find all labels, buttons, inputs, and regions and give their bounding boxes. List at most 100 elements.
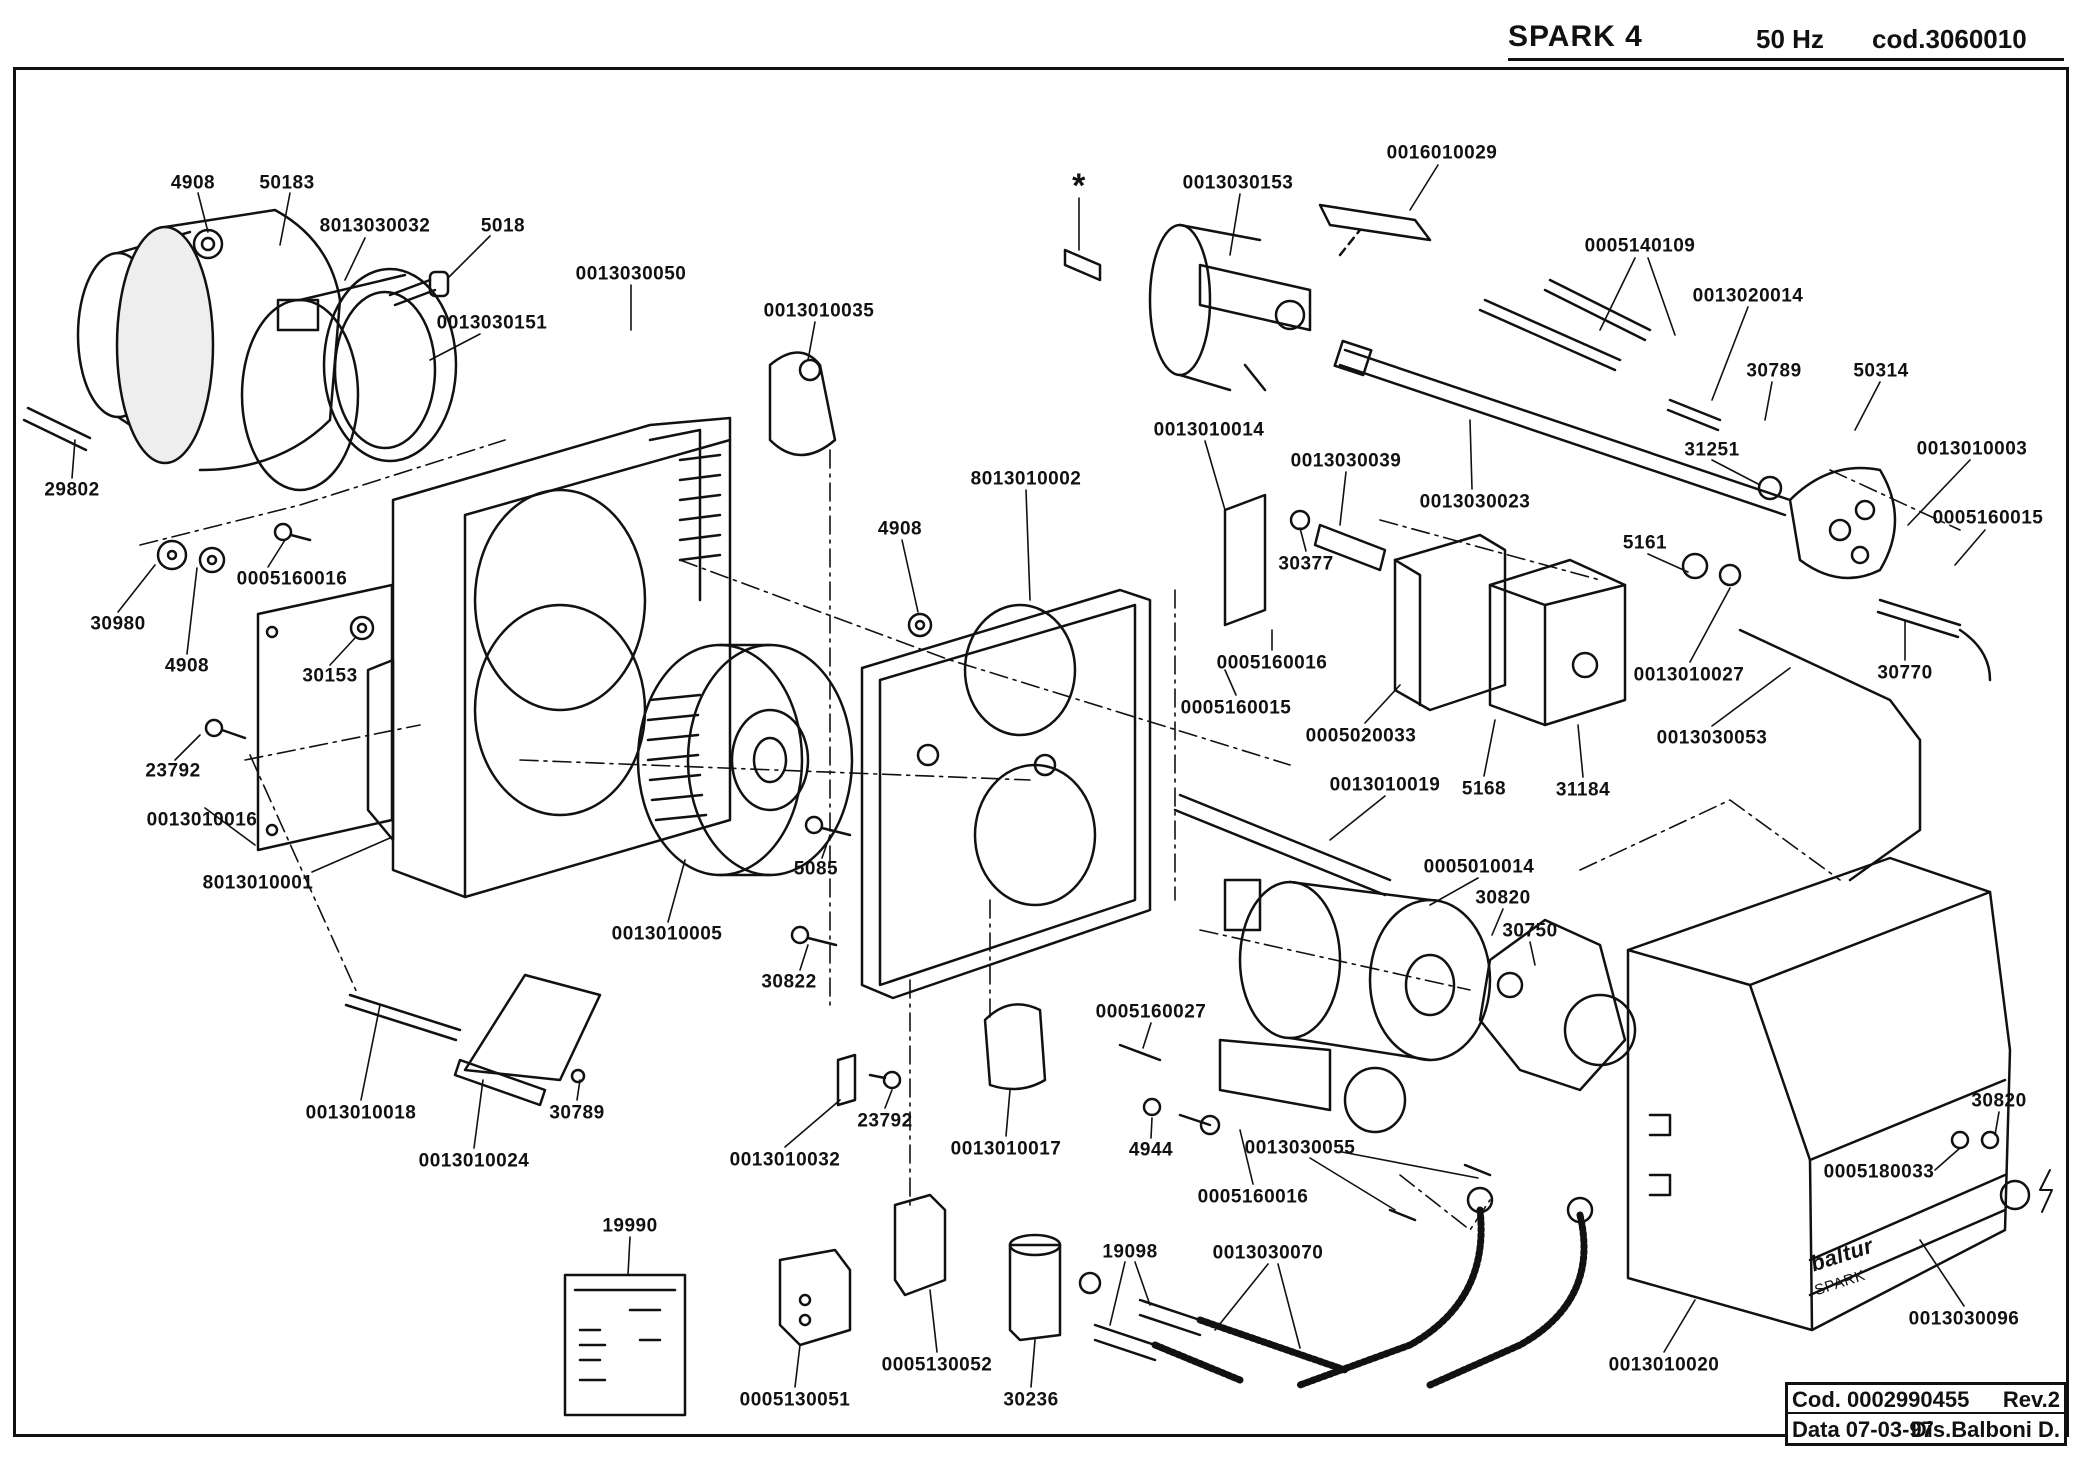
leader-lines (71, 164, 2000, 1388)
electrode-0016010029 (1318, 203, 1432, 257)
nozzle-holder-assembly (1148, 223, 1312, 392)
part-label: 0005160016 (236, 568, 348, 590)
part-label: 19990 (602, 1215, 658, 1237)
stud-29802 (22, 406, 92, 452)
part-label: 0005160015 (1180, 697, 1292, 719)
part-label: 30820 (1475, 887, 1531, 909)
relay-31184 (1488, 558, 1627, 727)
burner-head-flange (76, 208, 458, 492)
title-block-code-row: Cod. 0002990455 Rev.2 (1788, 1385, 2064, 1414)
part-label: 0013030023 (1419, 491, 1531, 513)
screw-5018 (388, 270, 450, 307)
part-label: 0005180033 (1823, 1161, 1935, 1183)
drawing-frame (13, 67, 2069, 1437)
fittings-0013030055 (1388, 1163, 1594, 1224)
part-label: 0005010014 (1423, 856, 1535, 878)
frequency-label: 50 Hz (1756, 24, 1824, 54)
title-block: Cod. 0002990455 Rev.2 Data 07-03-97 Dis.… (1785, 1382, 2067, 1446)
transformer-block (366, 658, 395, 842)
screw-4908-top (192, 228, 224, 260)
assembly-axes (139, 439, 1961, 1231)
fan-housing (391, 416, 732, 899)
screw-0005160016-left (273, 522, 312, 542)
plug-0005130051 (778, 1248, 852, 1347)
part-label: 0013010018 (305, 1102, 417, 1124)
part-label: 8013010001 (202, 872, 314, 894)
part-label: 5161 (1622, 532, 1668, 554)
part-label: 0013030055 (1244, 1137, 1356, 1159)
part-label: 4908 (170, 172, 216, 194)
part-label: 30789 (549, 1102, 605, 1124)
screw-23792-left (204, 718, 247, 740)
part-label: 30770 (1877, 662, 1933, 684)
part-label: 31184 (1555, 779, 1611, 801)
part-label: 0013020014 (1692, 285, 1804, 307)
part-label: 0013010032 (729, 1149, 841, 1171)
drawn-by: Dis.Balboni D. (1910, 1417, 2060, 1442)
lightning-symbol-icon (2039, 1169, 2053, 1213)
part-label: 4908 (877, 518, 923, 540)
sheet-header: SPARK 4 50 Hz cod.3060010 (1508, 14, 2068, 61)
product-code: cod.3060010 (1872, 24, 2027, 54)
revision: Rev.2 (2002, 1387, 2060, 1412)
part-label: 8013030032 (319, 215, 431, 237)
part-label: 50314 (1853, 360, 1909, 382)
motor-0005010014 (1218, 878, 1492, 1134)
part-label: 0013030070 (1212, 1242, 1324, 1264)
asterisk-marker: * (1072, 167, 1086, 205)
header-underline (1508, 58, 2064, 61)
pin-0013010018 (344, 993, 462, 1042)
part-label: 0013030151 (436, 312, 548, 334)
part-label: 30377 (1278, 553, 1334, 575)
air-damper-0013010035 (768, 351, 837, 457)
part-label: 30750 (1502, 920, 1558, 942)
wiring-diagram-19990 (563, 1273, 687, 1417)
part-label: 4944 (1128, 1139, 1174, 1161)
photocell-30770 (1876, 598, 1992, 682)
socket-0005130052 (893, 1193, 947, 1297)
part-label: 0013010017 (950, 1138, 1062, 1160)
part-label: 19098 (1102, 1241, 1158, 1263)
part-label: 23792 (145, 760, 201, 782)
part-label: 29802 (44, 479, 100, 501)
part-label: 0013010005 (611, 923, 723, 945)
part-label: 0013010027 (1633, 664, 1745, 686)
nut-4908-center (907, 612, 933, 638)
title-block-date-row: Data 07-03-97 Dis.Balboni D. (1788, 1415, 2064, 1444)
part-label: 0005130051 (739, 1389, 851, 1411)
part-label: 30980 (90, 613, 146, 635)
part-label: 4908 (164, 655, 210, 677)
part-label: 8013010002 (970, 468, 1082, 490)
part-label: 0013010019 (1329, 774, 1441, 796)
part-label: 30153 (302, 665, 358, 687)
nipples-19098 (1093, 1298, 1202, 1362)
flap-0013010024 (453, 973, 602, 1107)
part-label: 23792 (857, 1110, 913, 1132)
ignition-cables-0005140109 (1478, 278, 1652, 372)
filter-30236 (1008, 1233, 1102, 1342)
part-label: 0005130052 (881, 1354, 993, 1376)
part-label: 0013030096 (1908, 1308, 2020, 1330)
part-label: 0013030153 (1182, 172, 1294, 194)
part-label: 0013010035 (763, 300, 875, 322)
model-title: SPARK 4 (1508, 20, 1643, 53)
pump-30750 (1478, 918, 1637, 1092)
part-label: 0005160016 (1216, 652, 1328, 674)
part-label: 5168 (1461, 778, 1507, 800)
part-label: 30789 (1746, 360, 1802, 382)
part-label: 0013030050 (575, 263, 687, 285)
fan-impeller (636, 643, 854, 877)
part-label: 0005160016 (1197, 1186, 1309, 1208)
washer-31251-5161 (1681, 475, 1783, 587)
spring-0013020014 (1666, 398, 1722, 432)
air-scale-0013010017 (983, 1003, 1047, 1091)
part-label: 30236 (1003, 1389, 1059, 1411)
front-plate (860, 588, 1152, 1000)
hoses-0013030070 (1151, 1206, 1588, 1389)
part-label: 30820 (1971, 1090, 2027, 1112)
part-label: 50183 (259, 172, 315, 194)
part-label: 0013030039 (1290, 450, 1402, 472)
control-box-0005020033 (1393, 533, 1507, 712)
oil-pipe-0013030053 (1738, 628, 1922, 882)
cover-0013010020 (1626, 856, 2031, 1332)
